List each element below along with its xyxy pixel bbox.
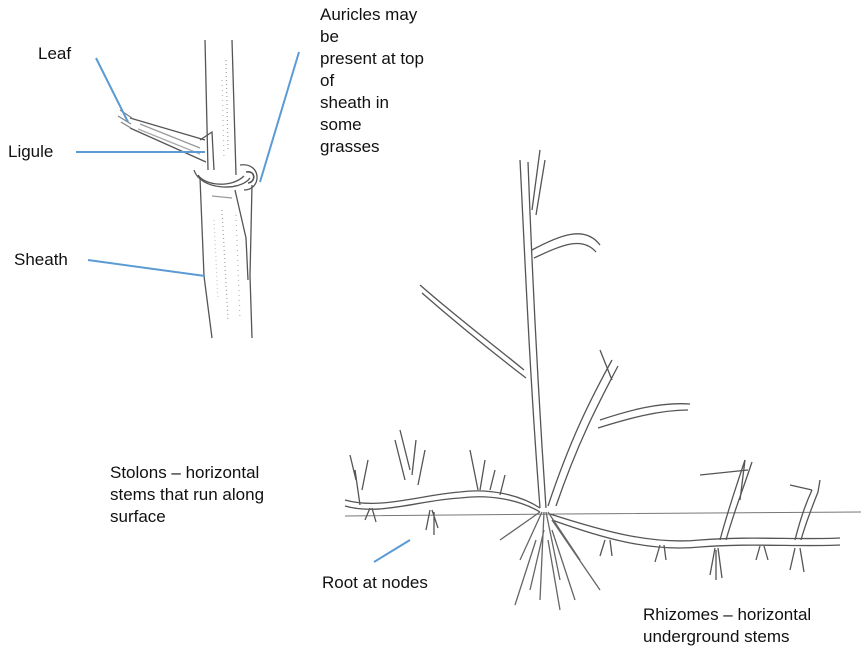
sheath-label: Sheath	[14, 249, 68, 271]
ligule-label: Ligule	[8, 141, 53, 163]
stem-detail-drawing	[118, 40, 257, 338]
grass-plant-drawing	[345, 150, 861, 610]
roots-leader-line	[374, 540, 410, 562]
rhizomes-label: Rhizomes – horizontal underground stems	[643, 604, 858, 648]
sheath-leader-line	[88, 260, 205, 276]
auricles-label: Auricles may be present at top of sheath…	[320, 4, 520, 158]
roots-label: Root at nodes	[322, 572, 428, 594]
auricles-leader-line	[260, 52, 299, 182]
leaf-label: Leaf	[38, 43, 71, 65]
stolons-label: Stolons – horizontal stems that run alon…	[110, 462, 330, 528]
leaf-leader-line	[96, 58, 128, 122]
